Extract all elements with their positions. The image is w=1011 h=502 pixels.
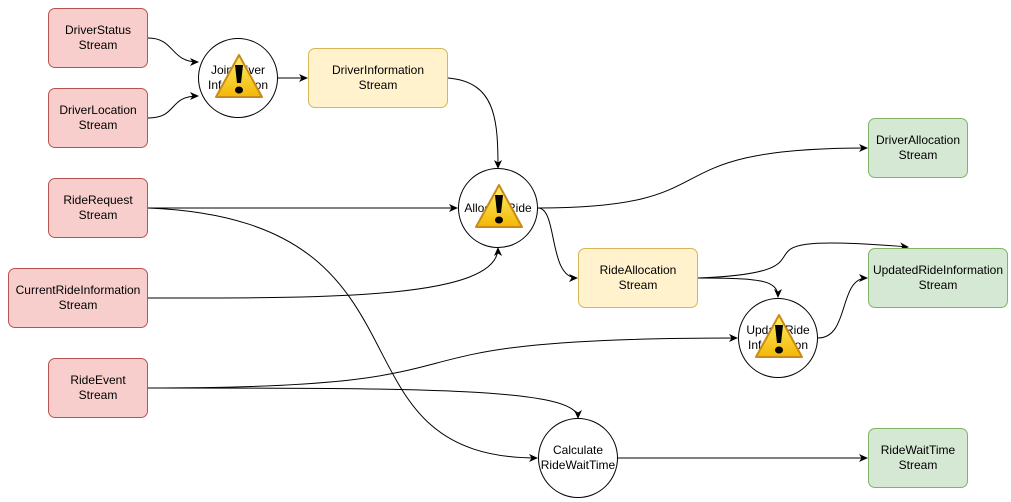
edge-driver-information-to-allocate (447, 77, 502, 169)
warning-triangle-icon (215, 54, 263, 98)
warning-triangle-icon (475, 184, 523, 228)
driver-information-stream-label: DriverInformation Stream (331, 63, 425, 92)
driver-status-stream-label: DriverStatus Stream (64, 23, 132, 52)
warning-triangle-icon (755, 314, 803, 358)
current-ride-information-stream-label: CurrentRideInformation Stream (15, 283, 141, 312)
ride-event-stream-label: RideEvent Stream (70, 373, 126, 402)
driver-location-stream: DriverLocation Stream (48, 88, 148, 148)
edge-ride-event-to-update (147, 334, 738, 389)
driver-information-stream: DriverInformation Stream (308, 48, 448, 108)
current-ride-information-stream: CurrentRideInformation Stream (8, 268, 148, 328)
edge-driver-location-to-join (147, 92, 199, 119)
edge-ride-request-to-calculate (147, 207, 538, 462)
join-driver-information-process: JoinDriver Information (198, 38, 278, 118)
updated-ride-information-stream-label: UpdatedRideInformation Stream (872, 263, 1004, 292)
edge-update-to-updated-ride-information (817, 274, 868, 339)
ride-allocation-stream-label: RideAllocation Stream (599, 263, 677, 292)
calculate-ride-wait-time-process: Calculate RideWaitTime (538, 418, 618, 498)
ride-request-stream: RideRequest Stream (48, 178, 148, 238)
driver-allocation-stream-label: DriverAllocation Stream (875, 133, 961, 162)
update-ride-information-process: UpdateRide Information (738, 298, 818, 378)
edge-allocate-to-ride-allocation (537, 207, 578, 282)
allocate-ride-process: AllocateRide (458, 168, 538, 248)
ride-event-stream: RideEvent Stream (48, 358, 148, 418)
edge-current-ride-information-to-allocate (147, 247, 502, 299)
edge-ride-allocation-to-update (697, 277, 782, 298)
ride-request-stream-label: RideRequest Stream (63, 193, 133, 222)
ride-allocation-stream: RideAllocation Stream (578, 248, 698, 308)
ride-wait-time-stream-label: RideWaitTime Stream (880, 443, 956, 472)
edge-driver-status-to-join (147, 37, 199, 66)
edge-allocate-to-driver-allocation (537, 144, 868, 209)
ride-wait-time-stream: RideWaitTime Stream (868, 428, 968, 488)
driver-allocation-stream: DriverAllocation Stream (868, 118, 968, 178)
driver-location-stream-label: DriverLocation Stream (59, 103, 137, 132)
driver-status-stream: DriverStatus Stream (48, 8, 148, 68)
calculate-ride-wait-time-label: Calculate RideWaitTime (540, 443, 616, 472)
updated-ride-information-stream: UpdatedRideInformation Stream (868, 248, 1008, 308)
edge-ride-allocation-to-updated-ride-information (697, 242, 909, 279)
edge-ride-event-to-calculate (147, 387, 582, 419)
